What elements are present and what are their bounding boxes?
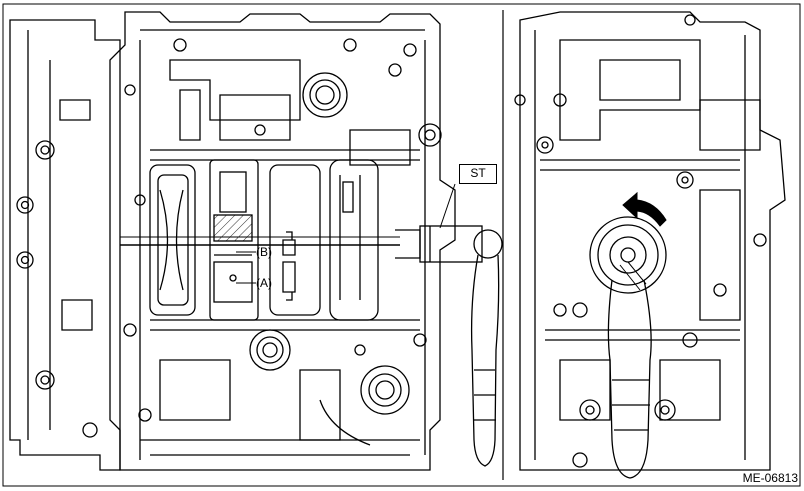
special-tool-label: ST — [459, 164, 497, 184]
part-a-label: (A) — [256, 276, 272, 290]
part-b-label: (B) — [256, 245, 272, 259]
right-panel-engine-block — [514, 11, 786, 479]
figure-id: ME-06813 — [742, 471, 798, 485]
callout-leaders — [236, 251, 256, 284]
left-panel-engine-block — [2, 3, 801, 487]
rotation-arrow-icon — [622, 191, 667, 227]
